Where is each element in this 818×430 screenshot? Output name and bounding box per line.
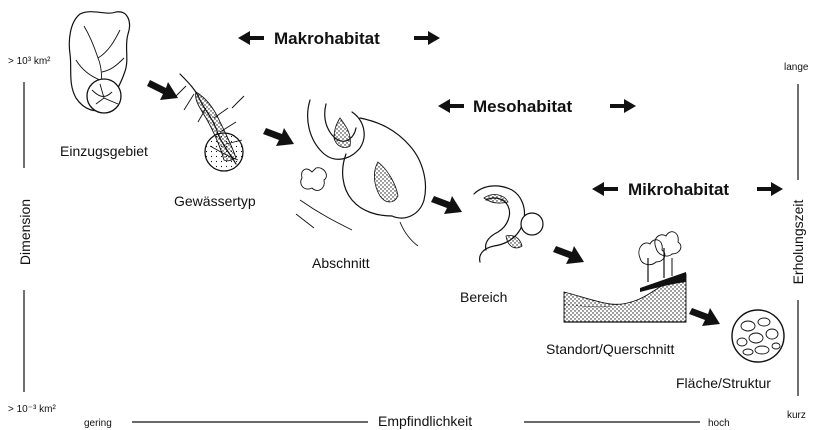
cross-section-trees	[639, 232, 681, 282]
bottom-axis-left-label: gering	[84, 418, 112, 429]
flaeche-label: Fläche/Struktur	[676, 375, 771, 391]
left-axis-bottom-label: > 10⁻³ km²	[8, 404, 56, 415]
mesohabitat-left-arrow	[438, 99, 464, 113]
mikrohabitat-header: Mikrohabitat	[592, 180, 783, 199]
river-type-detail-circle	[205, 133, 243, 171]
bottom-axis-title: Empfindlichkeit	[378, 413, 472, 429]
catchment-river-branch-3	[102, 58, 124, 72]
bottom-axis: gering Empfindlichkeit hoch	[84, 413, 730, 429]
gewaessertyp-label: Gewässertyp	[174, 193, 256, 209]
substrate-circle	[732, 310, 784, 362]
mikrohabitat-left-arrow	[592, 182, 618, 196]
mesohabitat-right-arrow	[610, 99, 636, 113]
right-axis-title: Erholungszeit	[790, 199, 806, 284]
right-axis-top-label: lange	[784, 62, 809, 73]
left-axis: > 10³ km² Dimension > 10⁻³ km²	[8, 56, 56, 415]
left-axis-top-label: > 10³ km²	[8, 56, 51, 67]
mikrohabitat-label: Mikrohabitat	[628, 180, 729, 199]
section-gravel-bar-2	[374, 162, 398, 202]
reach-gravel-upper	[484, 195, 508, 204]
section-gravel-bar-1	[334, 118, 350, 148]
flow-arrow-5	[689, 308, 720, 326]
flow-arrow-4	[553, 246, 584, 264]
flaeche-illustration	[732, 310, 784, 362]
bottom-axis-right-label: hoch	[708, 418, 730, 429]
right-axis-bottom-label: kurz	[787, 410, 806, 421]
standort-label: Standort/Querschnitt	[546, 341, 675, 357]
makrohabitat-header: Makrohabitat	[238, 29, 440, 48]
catchment-river-branch-2	[76, 60, 100, 80]
section-vegetation-clump	[301, 168, 327, 191]
abschnitt-illustration	[296, 100, 425, 246]
mesohabitat-label: Mesohabitat	[473, 97, 573, 116]
makrohabitat-label: Makrohabitat	[274, 29, 380, 48]
abschnitt-label: Abschnitt	[312, 255, 370, 271]
einzugsgebiet-label: Einzugsgebiet	[60, 143, 148, 159]
left-axis-title: Dimension	[17, 199, 33, 265]
catchment-river-branch-1	[98, 30, 120, 58]
flow-arrow-2	[263, 128, 294, 146]
gewaessertyp-illustration	[176, 74, 244, 171]
einzugsgebiet-illustration	[69, 12, 129, 113]
section-bank-right	[360, 118, 425, 218]
flow-arrow-3	[431, 196, 462, 214]
mikrohabitat-right-arrow	[757, 182, 783, 196]
section-floodplain-lines	[296, 200, 418, 246]
makrohabitat-left-arrow	[238, 31, 264, 45]
bereich-illustration	[474, 186, 543, 262]
bereich-label: Bereich	[460, 289, 507, 305]
right-axis: lange Erholungszeit kurz	[784, 62, 809, 421]
reach-detail-circle	[521, 213, 543, 235]
reach-gravel-lower	[506, 235, 522, 247]
makrohabitat-right-arrow	[414, 31, 440, 45]
standort-illustration	[564, 232, 686, 322]
flow-arrow-1	[147, 80, 178, 100]
mesohabitat-header: Mesohabitat	[438, 97, 636, 116]
